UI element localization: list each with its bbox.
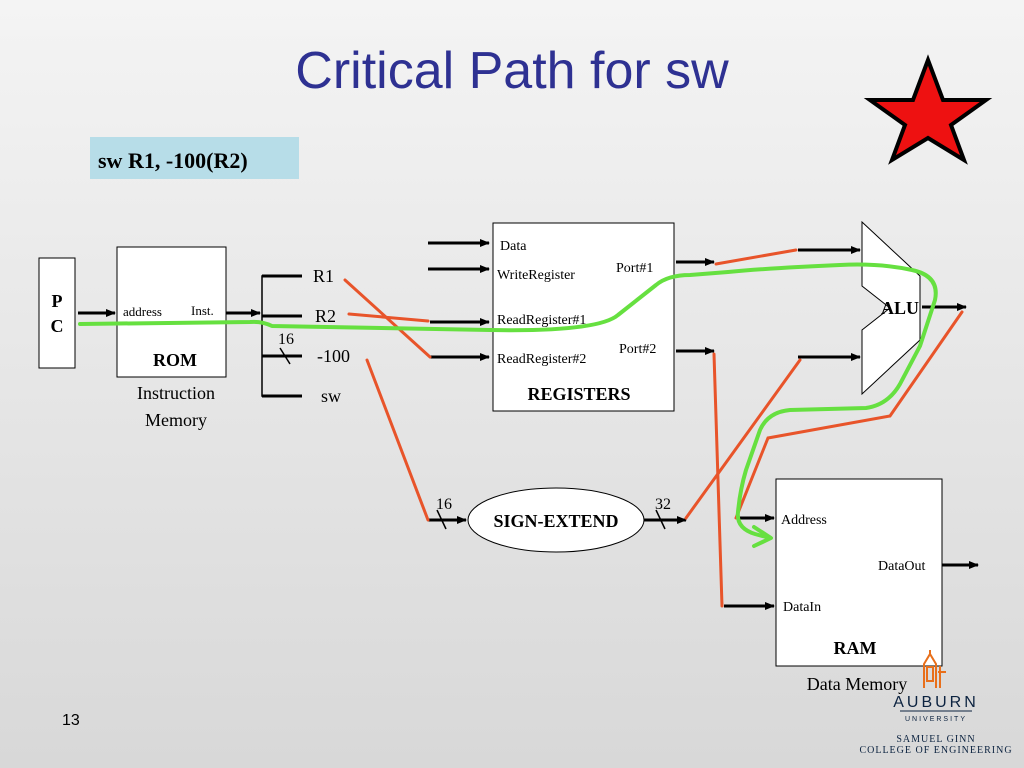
sign-extend-block: SIGN-EXTEND — [467, 487, 645, 553]
university-logo: AUBURN UNIVERSITY SAMUEL GINN COLLEGE OF… — [859, 650, 1012, 756]
ram-dataout-label: DataOut — [878, 559, 926, 574]
slide-title: Critical Path for sw — [295, 42, 729, 100]
ram-name: RAM — [834, 638, 877, 658]
ram-caption: Data Memory — [807, 674, 907, 694]
page-number: 13 — [62, 712, 80, 729]
pc-label-p: P — [52, 291, 63, 311]
ram-datain-label: DataIn — [783, 600, 821, 615]
field-op: sw — [321, 386, 341, 406]
critical-path-arrowhead — [752, 525, 773, 548]
sign-extend-in-width: 16 — [436, 496, 452, 513]
logo-name: AUBURN — [893, 694, 979, 711]
bus-width-16: 16 — [278, 331, 294, 348]
rom-caption-line1: Instruction — [137, 383, 215, 403]
alu-block: ALU — [861, 220, 921, 396]
reg-read-register-2-label: ReadRegister#2 — [497, 352, 586, 367]
reg-write-register-label: WriteRegister — [497, 268, 575, 283]
field-r1: R1 — [313, 266, 334, 286]
pc-register: P C — [38, 257, 76, 369]
rom-name: ROM — [153, 350, 197, 370]
reg-read-register-1-label: ReadRegister#1 — [497, 313, 586, 328]
pc-label-c: C — [51, 316, 64, 336]
tower-icon — [923, 650, 946, 688]
ram-block: Address DataOut DataIn RAM — [775, 478, 943, 667]
highlight-lines — [343, 248, 964, 608]
instruction-box — [90, 137, 299, 179]
star-icon — [863, 54, 993, 165]
register-file: Data WriteRegister ReadRegister#1 ReadRe… — [492, 222, 675, 412]
rom-block: address Inst. ROM — [116, 246, 227, 378]
field-imm: -100 — [317, 346, 350, 366]
rom-caption-line2: Memory — [145, 410, 207, 430]
rom-address-label: address — [123, 304, 162, 319]
reg-data-label: Data — [500, 239, 527, 254]
sign-extend-out-width: 32 — [655, 496, 671, 513]
ram-address-label: Address — [781, 513, 827, 528]
rom-inst-label: Inst. — [191, 303, 214, 318]
reg-port2-label: Port#2 — [619, 342, 656, 357]
alu-name: ALU — [881, 298, 919, 318]
sign-extend-name: SIGN-EXTEND — [493, 511, 618, 531]
field-r2: R2 — [315, 306, 336, 326]
logo-sub: UNIVERSITY — [905, 716, 967, 723]
registers-name: REGISTERS — [527, 384, 630, 404]
instruction-text: sw R1, -100(R2) — [98, 148, 248, 173]
logo-college-line1: SAMUEL GINN — [896, 734, 975, 745]
datapath-wires — [78, 239, 979, 610]
critical-path — [78, 262, 938, 540]
logo-college-line2: COLLEGE OF ENGINEERING — [859, 745, 1012, 756]
reg-port1-label: Port#1 — [616, 261, 653, 276]
